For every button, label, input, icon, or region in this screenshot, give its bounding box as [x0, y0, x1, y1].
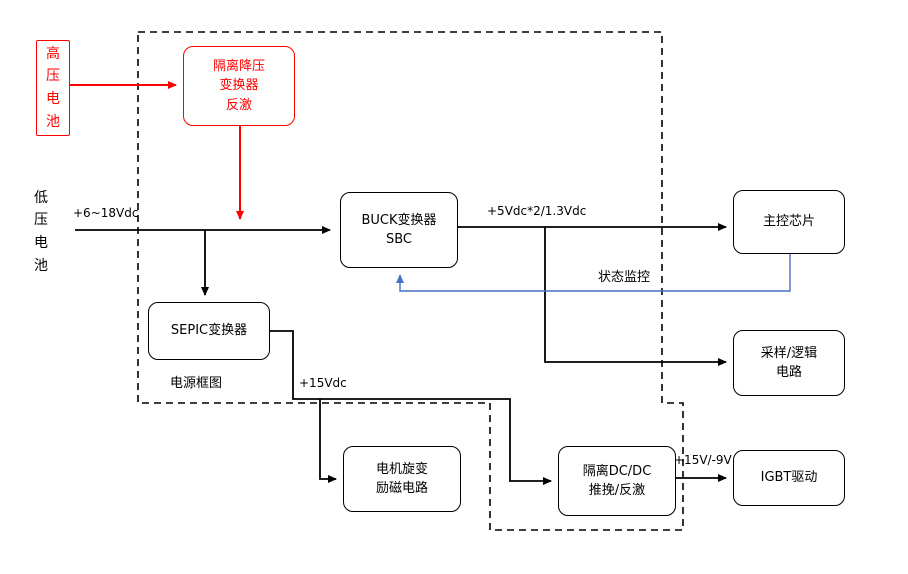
node-buck-sbc: BUCK变换器 SBC: [340, 192, 458, 268]
node-main-control-chip: 主控芯片: [733, 190, 845, 254]
dashed-boundary: [137, 31, 684, 531]
arrow-status-monitor: [396, 254, 791, 292]
node-sepic-converter: SEPIC变换器: [148, 302, 270, 360]
label-lv-battery: 低 压 电 池: [34, 189, 48, 274]
arrow-rail-to-motor: [319, 399, 337, 483]
label-15v-rail: +15Vdc: [299, 376, 347, 390]
node-hv-battery: 高 压 电 池: [36, 40, 70, 136]
label-input-voltage: +6~18Vdc: [73, 206, 139, 220]
node-igbt-driver: IGBT驱动: [733, 450, 845, 506]
label-igbt-supply-voltage: +15V/-9V: [674, 453, 732, 467]
node-isolated-dcdc: 隔离DC/DC 推挽/反激: [558, 446, 676, 516]
label-buck-output-voltage: +5Vdc*2/1.3Vdc: [487, 204, 587, 218]
arrow-sepic-to-isodcdc: [270, 330, 552, 485]
node-isolated-flyback: 隔离降压 变换器 反激: [183, 46, 295, 126]
label-status-monitor: 状态监控: [598, 270, 651, 285]
node-motor-resolver-excitation: 电机旋变 励磁电路: [343, 446, 461, 512]
arrow-branch-to-sampling: [544, 227, 727, 366]
label-power-block-title: 电源框图: [170, 376, 223, 391]
node-sampling-logic: 采样/逻辑 电路: [733, 330, 845, 396]
